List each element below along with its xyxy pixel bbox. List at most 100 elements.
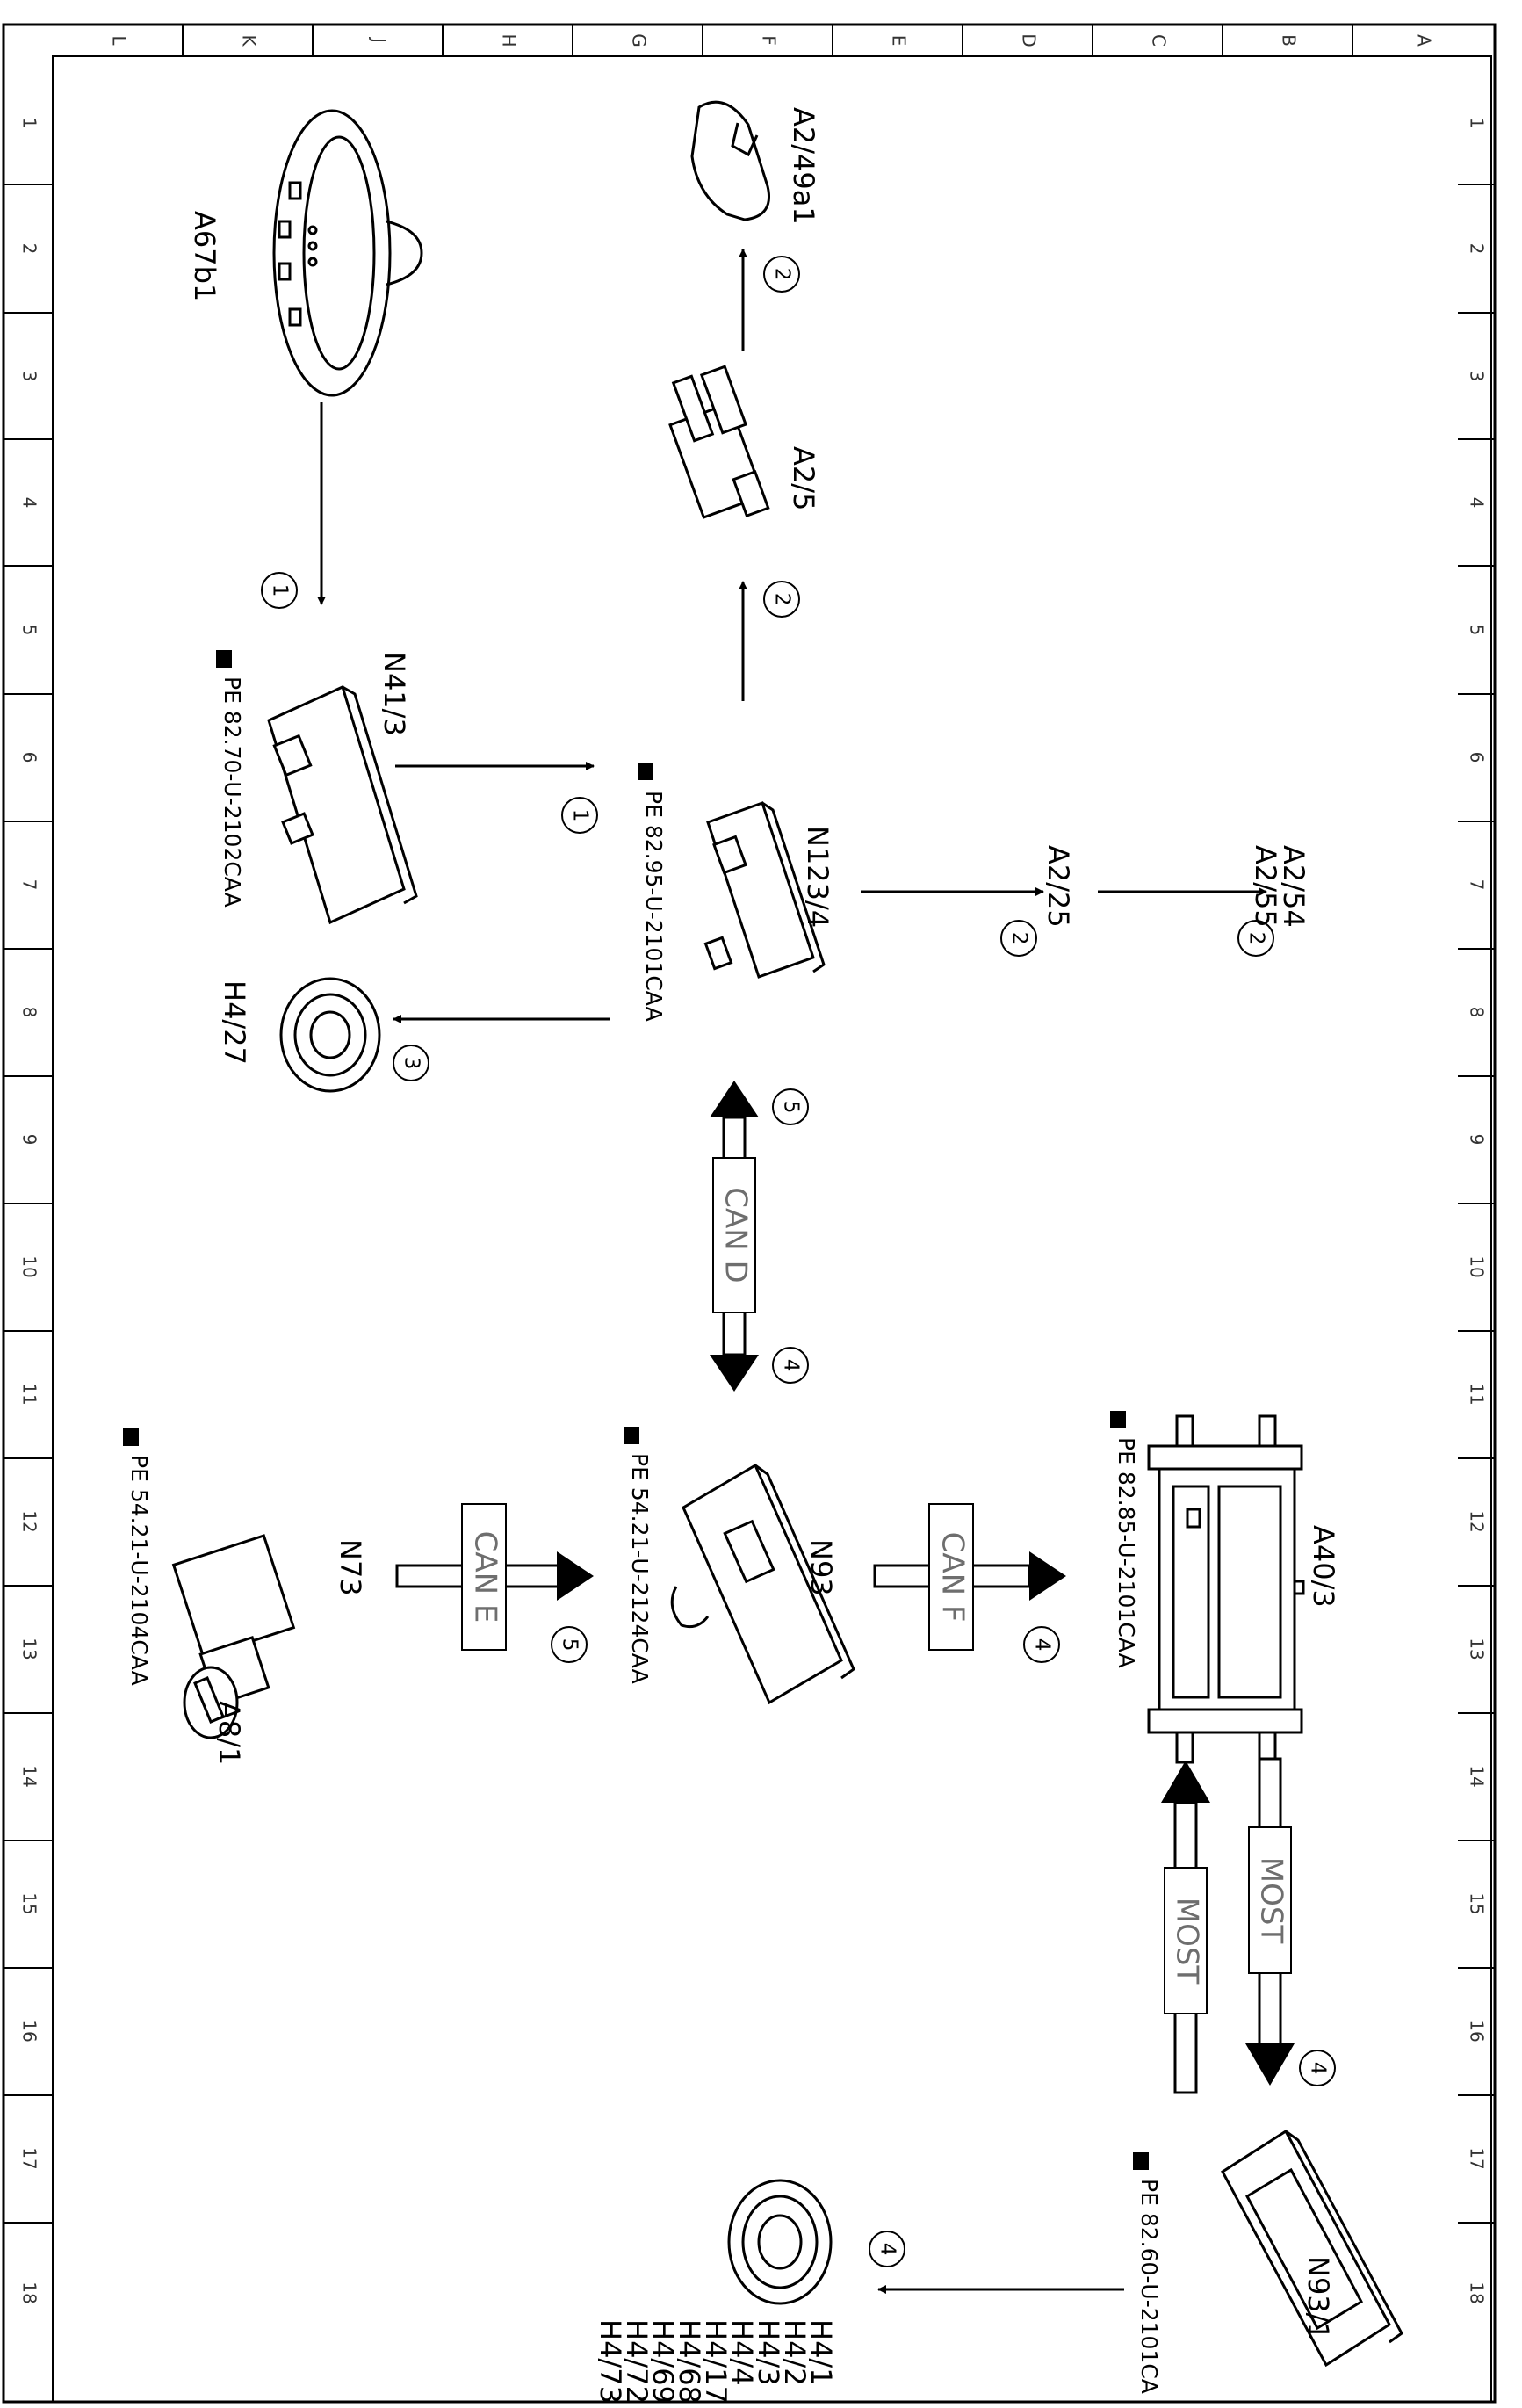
callout-number: 2	[771, 268, 794, 281]
manual-ref-icon	[638, 763, 653, 780]
callout-number: 5	[559, 1638, 581, 1652]
grid-col-label: G	[629, 33, 650, 47]
callout-number: 2	[1245, 932, 1268, 945]
speaker-label: H4/2	[778, 2319, 811, 2386]
can-f-bus-line: CAN F	[873, 1503, 1066, 1651]
grid-row-labels-right: 1 2 3 4 5 6 7 8 9 10 11 12 13 14 15 16 1…	[1467, 118, 1488, 2304]
speaker-label: H4/3	[752, 2319, 785, 2386]
speaker-h4-group-illustration	[727, 2179, 833, 2305]
grid-row-label: 2	[1467, 243, 1488, 255]
label-n93-1: N93/1	[1302, 2256, 1335, 2340]
grid-row-label: 13	[19, 1638, 40, 1660]
callout-number: 2	[1008, 932, 1031, 945]
speaker-list: H4/1 H4/2 H4/3 H4/4 H4/17 H4/68 H4/69 H4…	[594, 2319, 838, 2404]
manual-ref-icon	[1110, 1411, 1126, 1428]
label-a2-5: A2/5	[787, 446, 820, 510]
most-label-downstream: MOST	[1254, 1857, 1289, 1944]
grid-row-label: 1	[1467, 118, 1488, 129]
grid-row-label: 2	[19, 243, 40, 255]
grid-col-label: F	[759, 35, 780, 46]
speaker-label: H4/73	[594, 2319, 627, 2404]
grid-row-label: 10	[1467, 1255, 1488, 1277]
label-n41-3-ref: PE 82.70-U-2102CAA	[220, 676, 245, 908]
speaker-label: H4/4	[725, 2319, 759, 2386]
connector-block-illustration	[668, 365, 770, 519]
can-d-bus-line: CAN D	[710, 1081, 759, 1392]
head-unit-illustration	[1147, 1414, 1305, 1764]
grid-row-label: 13	[1467, 1638, 1488, 1660]
label-n123-4-ref: PE 82.95-U-2101CAA	[641, 791, 667, 1022]
manual-reference-icons	[123, 650, 1149, 2170]
label-a2-49a1: A2/49a1	[787, 107, 820, 225]
mirror-illustration	[272, 109, 423, 397]
grid-row-label: 15	[1467, 1892, 1488, 1914]
grid-row-label: 12	[1467, 1510, 1488, 1532]
callout-numbers: 1 1 2 2 2 2 3 5 4 5 4 4 4	[269, 268, 1330, 2256]
callout-number: 1	[269, 584, 292, 597]
label-n41-3: N41/3	[378, 652, 411, 736]
grid-row-label: 17	[1467, 2147, 1488, 2169]
grid-col-label: A	[1414, 34, 1435, 47]
grid-row-label: 3	[1467, 371, 1488, 382]
module-n93-illustration	[670, 1463, 855, 1705]
grid-row-label: 9	[1467, 1134, 1488, 1146]
speaker-label: H4/68	[673, 2319, 706, 2404]
speaker-label: H4/72	[620, 2319, 653, 2404]
grid-row-label: 7	[1467, 879, 1488, 891]
component-labels: A67b1 A2/49a1 A2/5 N41/3 PE 82.70-U-2102…	[126, 107, 1340, 2394]
grid-col-label: H	[499, 33, 520, 47]
label-a40-3: A40/3	[1307, 1525, 1340, 1608]
grid-column-ticks	[182, 25, 1353, 56]
callout-number: 4	[876, 2243, 899, 2256]
grid-row-label: 4	[19, 497, 40, 509]
grid-column-labels: L K J H G F E D C B A	[109, 33, 1435, 47]
grid-col-label: J	[369, 36, 390, 43]
label-n73: N73	[334, 1539, 367, 1596]
callout-number: 5	[780, 1101, 803, 1114]
grid-row-label: 16	[1467, 2020, 1488, 2042]
grid-row-label: 12	[19, 1510, 40, 1532]
label-n93-1-ref: PE 82.60-U-2101CA	[1136, 2179, 1162, 2394]
grid-row-label: 7	[19, 879, 40, 891]
callout-number: 3	[400, 1057, 423, 1070]
grid-col-label: K	[239, 34, 260, 47]
drawing-frame	[2, 23, 1497, 2404]
speaker-label: H4/17	[699, 2319, 732, 2404]
grid-row-label: 14	[1467, 1765, 1488, 1787]
manual-ref-icon	[216, 650, 232, 668]
can-e-label: CAN E	[468, 1531, 503, 1623]
grid-row-label: 8	[1467, 1007, 1488, 1018]
speaker-h4-27-illustration	[279, 977, 381, 1093]
grid-row-label: 5	[19, 625, 40, 636]
module-n41-3-illustration	[267, 684, 418, 925]
grid-row-label: 15	[19, 1892, 40, 1914]
label-a40-3-ref: PE 82.85-U-2101CAA	[1114, 1437, 1139, 1668]
grid-row-label: 10	[19, 1255, 40, 1277]
can-f-label: CAN F	[935, 1532, 970, 1623]
label-n93-ref: PE 54.21-U-2124CAA	[627, 1453, 653, 1684]
module-n123-4-illustration	[703, 801, 826, 979]
grid-row-label: 11	[1467, 1383, 1488, 1405]
grid-row-label: 17	[19, 2147, 40, 2169]
label-h4-27: H4/27	[218, 980, 251, 1065]
grid-row-label: 6	[19, 752, 40, 763]
can-e-bus-line: CAN E	[395, 1503, 594, 1651]
grid-row-label: 11	[19, 1383, 40, 1405]
ignition-switch-illustration	[171, 1534, 296, 1739]
connection-lines	[317, 249, 1267, 2294]
grid-col-label: B	[1279, 34, 1300, 47]
callout-number: 1	[569, 809, 592, 822]
grid-col-label: D	[1019, 33, 1040, 47]
label-n73-ref: PE 54.21-U-2104CAA	[126, 1455, 152, 1686]
callout-number: 4	[780, 1359, 803, 1372]
callout-number: 4	[1307, 2062, 1330, 2075]
can-d-label: CAN D	[718, 1187, 754, 1283]
manual-ref-icon	[123, 1428, 139, 1446]
label-a2-55: A2/55	[1249, 845, 1282, 928]
manual-ref-icon	[1133, 2152, 1149, 2170]
grid-row-label: 3	[19, 371, 40, 382]
label-a2-25: A2/25	[1042, 845, 1075, 928]
grid-row-label: 14	[19, 1765, 40, 1787]
